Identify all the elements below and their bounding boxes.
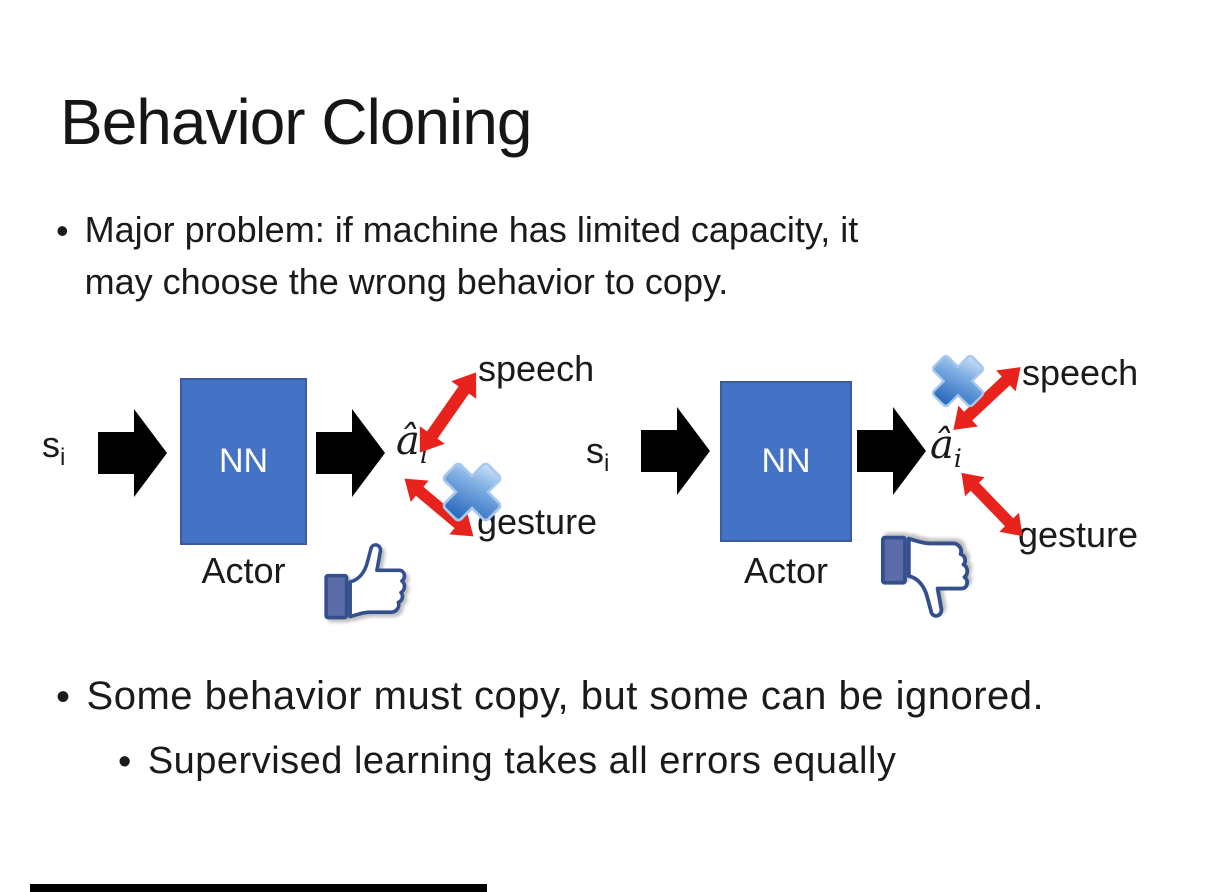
bottom-bar (30, 884, 487, 892)
action-subscript: i (953, 444, 962, 473)
cross-icon (931, 354, 985, 408)
output-block-arrow-icon (316, 409, 385, 497)
output-action-label: âi (396, 418, 428, 469)
bullet-line-1: Major problem: if machine has limited ca… (84, 209, 859, 250)
input-state-label: si (586, 430, 609, 478)
speech-label: speech (478, 348, 595, 389)
speech-double-arrow-icon (953, 367, 1021, 430)
nn-label: NN (761, 442, 811, 480)
bullet-marker: • (118, 741, 132, 783)
output-block-arrow-icon (857, 407, 926, 495)
input-state-label: si (42, 424, 65, 472)
bullet-major-problem: • Major problem: if machine has limited … (56, 204, 858, 308)
state-subscript: i (604, 450, 610, 478)
bullet-supervised-learning: • Supervised learning takes all errors e… (118, 740, 896, 783)
speech-double-arrow-icon (419, 372, 477, 453)
bullet-text: Supervised learning takes all errors equ… (147, 740, 897, 782)
action-symbol: â (930, 422, 954, 468)
thumbs-up-icon (324, 543, 407, 620)
gesture-double-arrow-icon (961, 472, 1023, 537)
bullet-line-2: may choose the wrong behavior to copy. (84, 260, 729, 302)
input-block-arrow-icon (98, 409, 167, 497)
cross-icon (442, 462, 502, 522)
nn-box: NN (720, 381, 852, 542)
bullet-text: Some behavior must copy, but some can be… (86, 674, 1045, 718)
bullet-text: Major problem: if machine has limited ca… (85, 204, 859, 308)
actor-label: Actor (743, 550, 829, 591)
state-symbol: s (42, 424, 60, 465)
state-symbol: s (586, 430, 604, 471)
action-subscript: i (419, 440, 428, 469)
state-subscript: i (60, 444, 66, 472)
bullet-marker: • (56, 675, 71, 719)
bullet-some-behavior: • Some behavior must copy, but some can … (56, 674, 1044, 719)
page-title: Behavior Cloning (60, 85, 532, 158)
thumbs-down-icon (880, 535, 970, 618)
actor-label: Actor (201, 550, 286, 591)
speech-label: speech (1022, 352, 1139, 393)
nn-box: NN (180, 378, 307, 545)
bullet-marker: • (56, 210, 69, 251)
gesture-double-arrow-icon (404, 478, 474, 537)
action-symbol: â (396, 418, 420, 464)
nn-label: NN (218, 442, 269, 480)
input-block-arrow-icon (641, 407, 710, 495)
gesture-label: gesture (1018, 514, 1139, 555)
output-action-label: âi (930, 422, 962, 473)
